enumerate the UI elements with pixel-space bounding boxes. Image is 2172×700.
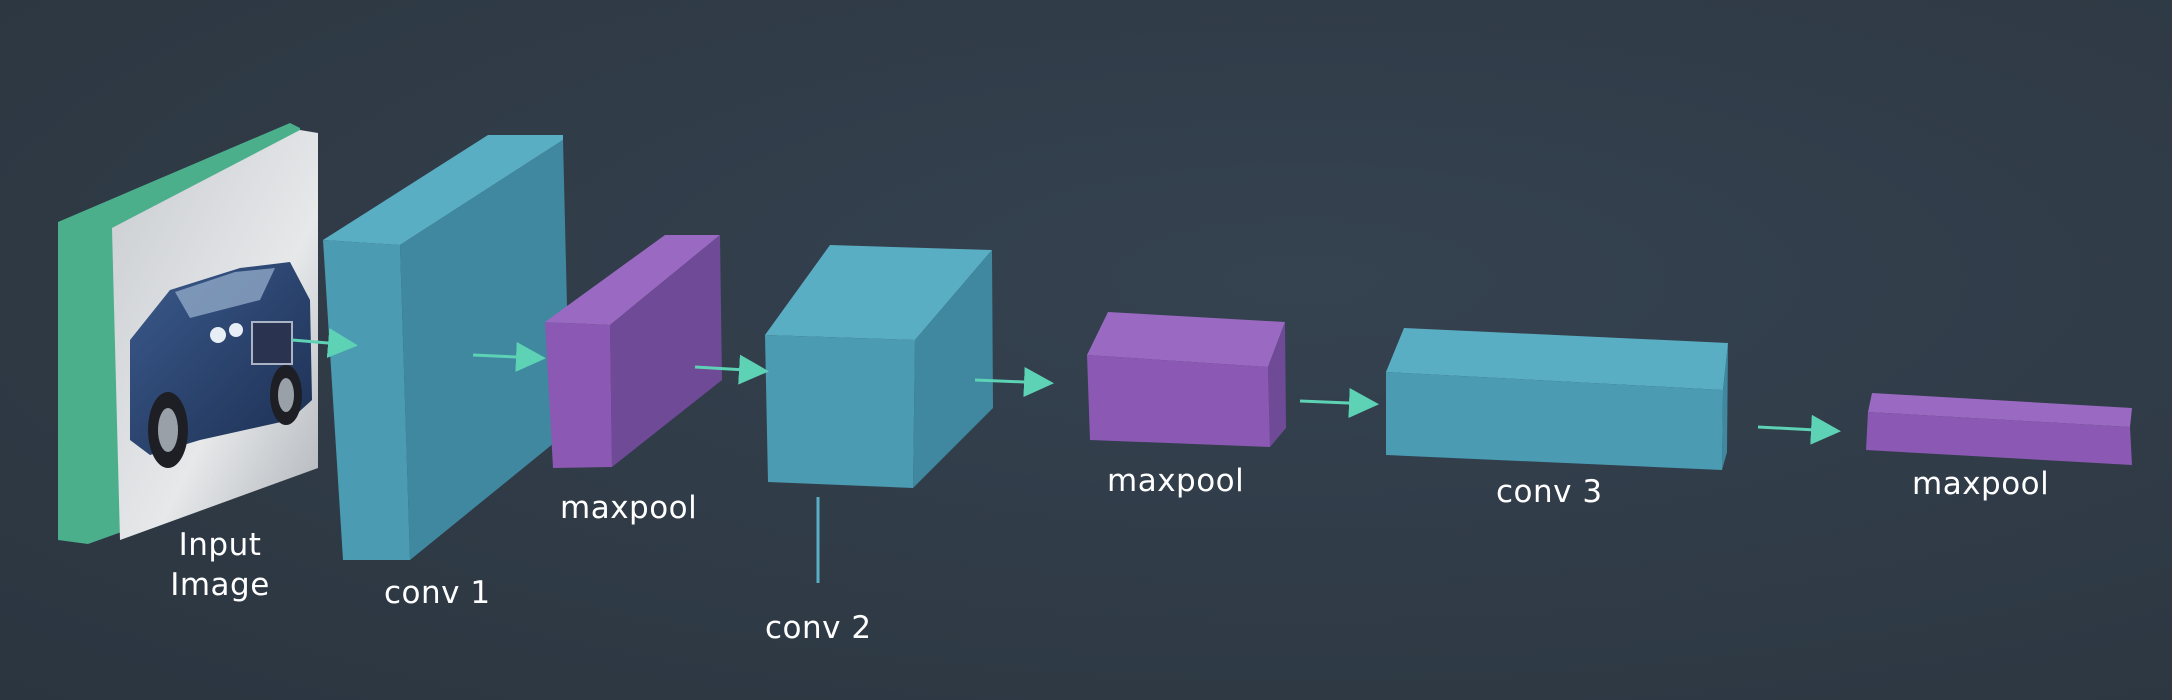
flow-arrows [291, 328, 1841, 445]
conv2-label: conv 2 [765, 610, 872, 646]
maxpool2-top-face [1087, 312, 1285, 367]
arrow-conv1-to-maxpool1 [472, 341, 546, 372]
conv2-top-face [765, 245, 992, 340]
car-picture [130, 262, 312, 468]
arrow-maxpool2-to-conv3 [1299, 388, 1379, 419]
maxpool3-top-face [1868, 393, 2132, 427]
maxpool1-label: maxpool [560, 490, 698, 526]
arrow-maxpool1-to-conv2 [694, 354, 769, 385]
conv3-top-face [1386, 328, 1728, 390]
conv2-front-face [765, 335, 915, 488]
conv3-front-face [1386, 372, 1723, 470]
conv2-side-face [913, 250, 993, 488]
maxpool3-label: maxpool [1912, 466, 2050, 502]
maxpool1-block [545, 235, 722, 468]
input-image-label-line2: Image [170, 567, 270, 603]
input-image-label: Input Image [150, 525, 290, 605]
input-image-block [58, 123, 318, 544]
conv2-block [765, 245, 993, 583]
maxpool1-front-face [545, 322, 612, 468]
maxpool2-front-face [1087, 355, 1270, 447]
maxpool2-block [1087, 312, 1286, 447]
maxpool2-label: maxpool [1107, 463, 1245, 499]
conv1-side-face [400, 140, 570, 560]
arrow-conv2-to-maxpool2 [974, 367, 1054, 398]
conv1-front-face [323, 240, 410, 560]
arrow-conv3-to-maxpool3 [1757, 414, 1841, 445]
conv1-block [323, 135, 570, 560]
input-image-label-line1: Input [178, 527, 262, 563]
maxpool3-block [1866, 393, 2132, 465]
maxpool2-side-face [1268, 322, 1286, 447]
conv1-label: conv 1 [384, 575, 491, 611]
arrow-input-to-conv1 [291, 328, 358, 358]
conv3-block [1386, 328, 1728, 470]
conv1-top-face [323, 135, 563, 245]
maxpool3-front-face [1866, 412, 2132, 465]
maxpool1-side-face [610, 235, 722, 467]
maxpool1-top-face [545, 235, 720, 325]
conv3-side-face [1722, 343, 1728, 470]
conv3-label: conv 3 [1496, 474, 1603, 510]
